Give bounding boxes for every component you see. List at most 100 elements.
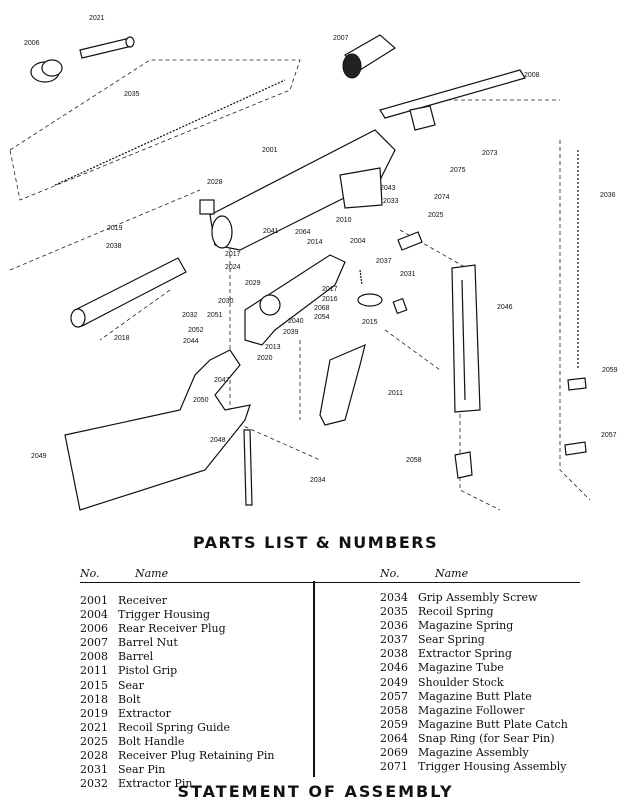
part-name: Recoil Spring (418, 605, 494, 619)
header-no: No. (380, 567, 400, 580)
column-divider (313, 581, 315, 777)
part-name: Magazine Butt Plate Catch (418, 717, 568, 731)
part-number: 2037 (380, 633, 408, 647)
part-number-label: 2011 (388, 390, 403, 397)
part-number-label: 2075 (450, 167, 466, 174)
part-name: Extractor Spring (418, 647, 512, 661)
part-number: 2031 (80, 763, 108, 777)
part-name: Magazine Assembly (418, 746, 529, 760)
part-number-label: 2025 (428, 212, 444, 219)
parts-list-row: 2031 Sear Pin (80, 763, 312, 777)
part-number: 2064 (380, 731, 408, 745)
part-number-label: 2074 (434, 194, 450, 201)
part-number: 2028 (80, 749, 108, 763)
part-name: Magazine Butt Plate (418, 689, 532, 703)
part-name: Bolt Handle (118, 734, 185, 748)
part-number: 2059 (380, 717, 408, 731)
part-number: 2021 (80, 720, 108, 734)
part-number: 2069 (380, 746, 408, 760)
part-number-label: 2007 (333, 35, 349, 42)
part-number-label: 2024 (225, 264, 241, 271)
part-name: Sear Pin (118, 763, 166, 777)
header-no: No. (80, 567, 100, 580)
part-number: 2071 (380, 760, 408, 774)
part-number-label: 2017 (322, 286, 338, 293)
parts-list-row: 2004 Trigger Housing (80, 608, 312, 622)
part-number: 2007 (80, 636, 108, 650)
part-number-label: 2015 (362, 319, 378, 326)
part-number-label: 2054 (314, 314, 330, 321)
part-number-label: 2008 (524, 72, 540, 79)
part-number: 2036 (380, 619, 408, 633)
part-name: Magazine Tube (418, 661, 504, 675)
part-number-label: 2006 (24, 40, 40, 47)
part-number-label: 2051 (207, 312, 223, 319)
part-number-label: 2014 (307, 239, 323, 246)
part-number: 2057 (380, 689, 408, 703)
part-number: 2038 (380, 647, 408, 661)
part-number-label: 2028 (207, 179, 223, 186)
part-number-label: 2036 (600, 192, 616, 199)
parts-list-row: 2034 Grip Assembly Screw (380, 591, 580, 605)
part-number-label: 2043 (380, 185, 396, 192)
part-number-label: 2029 (245, 280, 261, 287)
part-number: 2058 (380, 703, 408, 717)
part-number-label: 2037 (376, 258, 392, 265)
column-header: No. Name (80, 567, 367, 583)
part-name: Trigger Housing (118, 608, 211, 622)
trigger-housing-part (244, 254, 346, 346)
part-number-label: 2058 (406, 457, 422, 464)
pistol-grip-part (319, 343, 366, 426)
part-number-label: 2068 (314, 305, 330, 312)
exploded-parts-diagram: 2021 2006 2007 2008 2035 2001 2028 2043 … (9, 15, 618, 511)
part-number: 2004 (80, 608, 108, 622)
parts-list-row: 2057 Magazine Butt Plate (380, 690, 580, 704)
part-number: 2006 (80, 622, 108, 636)
part-number-label: 2017 (225, 251, 241, 258)
header-name: Name (435, 567, 469, 580)
part-number-label: 2013 (265, 344, 281, 351)
part-number-label: 2041 (263, 228, 279, 235)
rear-receiver-plug-part (30, 59, 63, 83)
part-number-label: 2038 (106, 243, 122, 250)
part-number-label: 2057 (601, 432, 617, 439)
part-number: 2011 (80, 664, 108, 678)
part-number-label: 2048 (210, 437, 226, 444)
part-name: Snap Ring (for Sear Pin) (418, 731, 555, 745)
part-name: Grip Assembly Screw (418, 591, 538, 604)
part-number-label: 2049 (31, 453, 47, 460)
part-number-label: 2059 (602, 367, 618, 374)
part-number-label: 2004 (350, 238, 366, 245)
part-name: Bolt (118, 692, 141, 706)
part-number-label: 2050 (193, 397, 209, 404)
part-number-label: 2039 (283, 329, 299, 336)
recoil-spring-guide-part (79, 36, 135, 59)
part-name: Sear Spring (418, 633, 485, 647)
part-number-label: 2021 (89, 15, 105, 22)
part-number-label: 2018 (114, 335, 130, 342)
part-number-label: 2019 (107, 225, 123, 232)
parts-list-row: 2037 Sear Spring (380, 633, 580, 647)
part-number: 2034 (380, 591, 408, 604)
part-number-label: 2020 (257, 355, 273, 362)
part-number-label: 2031 (400, 271, 416, 278)
parts-list-row: 2038 Extractor Spring (380, 647, 580, 661)
part-number: 2035 (380, 605, 408, 619)
recoil-spring-part (54, 79, 286, 186)
part-name: Extractor Pin (118, 777, 193, 791)
part-name: Receiver (118, 594, 167, 607)
magazine-tube-part (451, 264, 481, 413)
